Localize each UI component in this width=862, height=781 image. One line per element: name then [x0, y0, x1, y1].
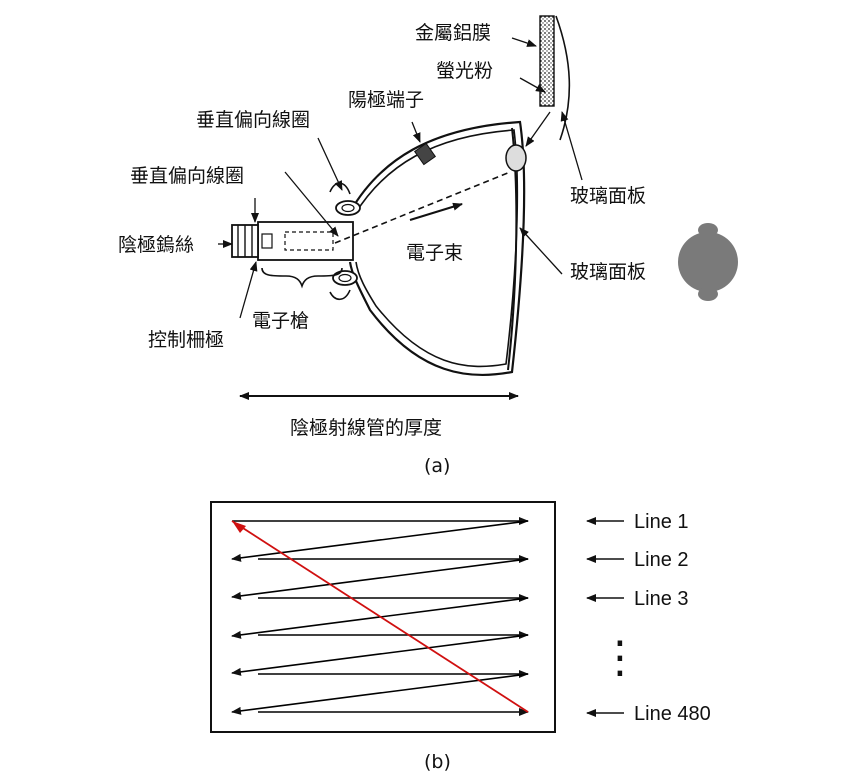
label-electron-beam: 電子束: [406, 242, 463, 264]
line-label: Line 1: [634, 511, 689, 533]
horizontal-retrace: [231, 634, 529, 676]
viewer-head-icon: [678, 223, 738, 301]
vertical-retrace-arrowhead: [232, 521, 246, 533]
crt-bulb-outer: [348, 120, 526, 377]
horizontal-retrace: [231, 558, 529, 600]
vertical-retrace: [231, 520, 529, 713]
label-cathode-filament: 陰極鎢絲: [118, 234, 194, 256]
phosphor-dot: [505, 144, 527, 172]
crt-bulb-inner: [354, 129, 519, 368]
label-glass-panel-1: 玻璃面板: [570, 185, 646, 207]
electron-gun-brace: [261, 267, 343, 289]
label-phosphor: 螢光粉: [436, 60, 493, 82]
caption-a: (a): [424, 455, 450, 477]
line-label: Line 480: [634, 703, 711, 725]
label-vertical-coil-2: 垂直偏向線圈: [130, 165, 244, 187]
raster-scan-lines: [231, 517, 529, 716]
label-thickness: 陰極射線管的厚度: [290, 417, 442, 439]
electron-gun-core: [284, 231, 334, 251]
label-glass-panel-2: 玻璃面板: [570, 261, 646, 283]
glass-panel-curve: [555, 15, 571, 141]
label-control-grid: 控制柵極: [148, 329, 224, 351]
line-label: Line 2: [634, 549, 689, 571]
deflection-coil-bottom: [332, 270, 358, 286]
aluminum-phosphor-layer: [539, 15, 555, 107]
crt-illustration: [218, 15, 738, 400]
electron-beam-path: [334, 171, 511, 244]
ellipsis-mark: ⋮: [598, 632, 642, 683]
line-labels: Line 1 Line 2 Line 3 ⋮ Line 480: [586, 511, 711, 725]
label-anode-terminal: 陽極端子: [348, 89, 424, 111]
deflection-coil-top: [335, 200, 361, 216]
label-electron-gun: 電子槍: [252, 310, 309, 332]
label-aluminum-film: 金屬鋁膜: [415, 22, 491, 44]
label-vertical-coil-1: 垂直偏向線圈: [196, 109, 310, 131]
caption-b: (b): [424, 751, 451, 773]
line-label: Line 3: [634, 588, 689, 610]
anode-terminal: [413, 142, 437, 166]
